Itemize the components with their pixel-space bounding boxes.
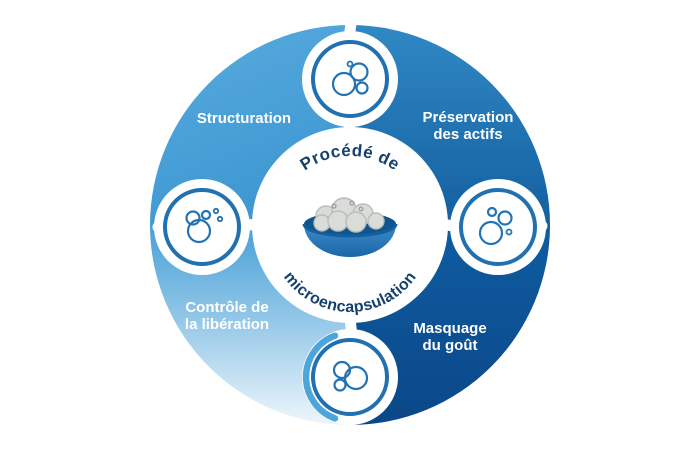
- bubble: [200, 209, 212, 221]
- foam-bubble: [345, 211, 367, 233]
- bubble: [355, 81, 369, 95]
- label-preservation-line1: Préservation: [423, 109, 514, 126]
- label-controle-line1: Contrôle de: [185, 299, 268, 316]
- bubble: [497, 210, 513, 226]
- bubbles-large-small-icon: [478, 206, 513, 246]
- bubble: [331, 71, 357, 97]
- icon-right-bubbles: [459, 188, 537, 266]
- icon-bottom-bubbles-release: [302, 332, 389, 422]
- bubble: [478, 220, 504, 246]
- label-controle-line2: la libération: [185, 316, 269, 333]
- bubbles-release-icon: [332, 360, 369, 392]
- bubble: [346, 60, 354, 68]
- icon-top-bubbles-cluster: [311, 40, 389, 118]
- foam-bubble: [367, 212, 385, 230]
- label-controle: Contrôle de la libération: [185, 299, 269, 333]
- bowl-front-lip: [302, 223, 398, 238]
- foam-dot: [358, 206, 364, 212]
- label-preservation-line2: des actifs: [433, 126, 502, 143]
- bubble: [486, 206, 498, 218]
- icon-ring-right: [459, 188, 537, 266]
- label-structuration: Structuration: [197, 110, 291, 127]
- foam-dot: [331, 203, 337, 209]
- label-masquage-line2: du goût: [423, 337, 478, 354]
- foam-bubbles: [313, 197, 385, 233]
- icon-ring-top: [311, 40, 389, 118]
- bubbles-with-dots-icon: [185, 207, 224, 244]
- icon-left-bubbles-dots: [163, 188, 241, 266]
- bubble: [216, 215, 224, 223]
- foam-bubble: [327, 210, 349, 232]
- bubble: [185, 210, 201, 226]
- icon-ring-left: [163, 188, 241, 266]
- center-hub: Procédé de microencapsulation: [252, 127, 448, 323]
- bubble: [505, 228, 513, 236]
- label-masquage-line1: Masquage: [413, 320, 486, 337]
- bubbles-cluster-icon: [331, 60, 369, 97]
- bubble: [349, 62, 369, 82]
- icon-ring-bottom: [311, 338, 389, 416]
- release-crescent: [302, 332, 339, 422]
- foam-dot: [349, 200, 355, 206]
- segment-labels: Structuration Préservation des actifs Co…: [185, 109, 514, 354]
- bubble: [212, 207, 220, 215]
- label-preservation: Préservation des actifs: [423, 109, 514, 143]
- bubble: [332, 360, 352, 380]
- bowl-illustration: [302, 197, 398, 257]
- label-masquage: Masquage du goût: [413, 320, 486, 354]
- bubble: [333, 378, 347, 392]
